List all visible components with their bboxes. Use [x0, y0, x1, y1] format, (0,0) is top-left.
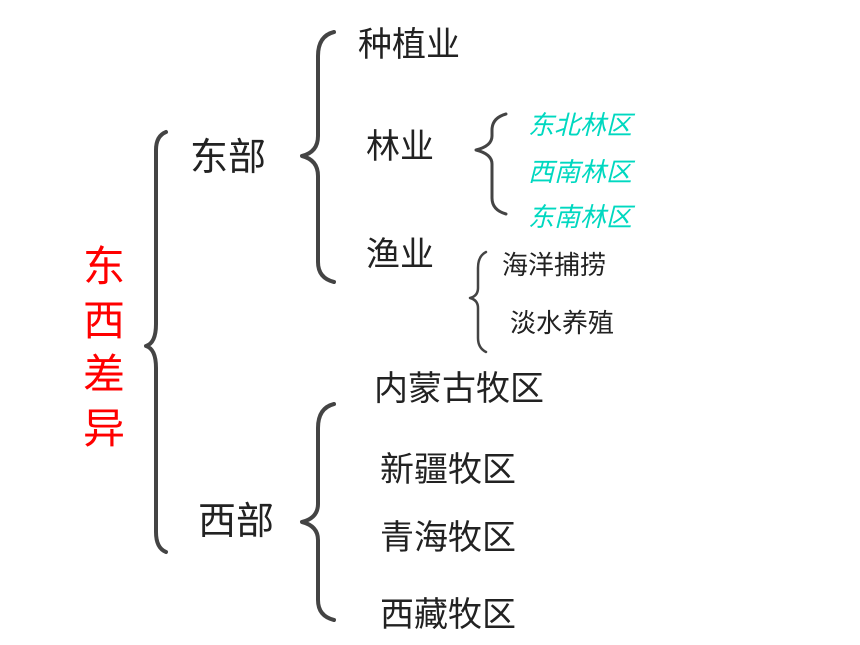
forest-area-northeast: 东北林区 [528, 111, 633, 141]
planting-industry-label: 种植业 [358, 25, 460, 65]
forest-area-southwest: 西南林区 [528, 158, 633, 188]
root-char: 东 [82, 242, 125, 291]
east-region-label: 东部 [190, 135, 267, 179]
root-label-east-west-difference: 东 西 差 异 [80, 240, 128, 456]
forest-area-southeast: 东南林区 [528, 203, 633, 233]
forestry-industry-label: 林业 [366, 127, 434, 167]
fishery-type-freshwater: 淡水养殖 [510, 309, 615, 339]
pasture-tibet: 西藏牧区 [380, 595, 516, 635]
pasture-inner-mongolia: 内蒙古牧区 [374, 369, 544, 409]
fishery-type-marine: 海洋捕捞 [502, 251, 607, 281]
root-char: 西 [82, 296, 125, 345]
pasture-xinjiang: 新疆牧区 [380, 450, 516, 490]
east-brace [300, 30, 336, 284]
fishery-industry-label: 渔业 [366, 235, 434, 275]
forestry-brace [474, 112, 508, 216]
west-brace [300, 402, 336, 622]
pasture-qinghai: 青海牧区 [380, 518, 516, 558]
root-char: 异 [82, 404, 125, 453]
root-char: 差 [82, 350, 125, 399]
west-region-label: 西部 [198, 499, 275, 543]
root-brace [144, 130, 168, 554]
fishery-brace [468, 250, 488, 354]
